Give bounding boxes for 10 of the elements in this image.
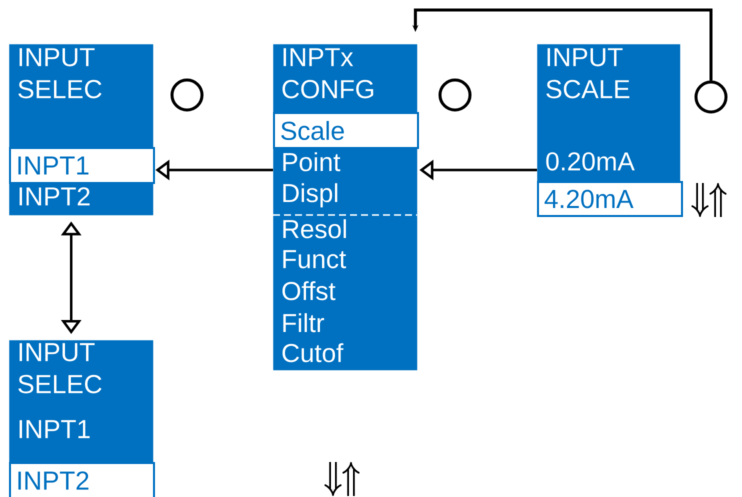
button-circle <box>170 78 204 112</box>
menu-screen: INPTx CONFG Scale Point Displ Resol Funct Offst Filtr Cutof <box>273 44 419 370</box>
selected-row: 4.20mA <box>537 181 683 217</box>
menu-screen: INPUT SCALE 0.20mA 4.20mA <box>537 44 683 217</box>
selected-row: INPT2 <box>9 462 155 497</box>
button-circle <box>694 80 728 114</box>
menu-screen: INPUT SELEC INPT1 INPT2 <box>9 44 155 216</box>
selected-row: Scale <box>273 112 419 149</box>
button-circle <box>438 78 472 112</box>
menu-screen: INPUT SELEC INPT1 INPT2 <box>9 340 155 497</box>
